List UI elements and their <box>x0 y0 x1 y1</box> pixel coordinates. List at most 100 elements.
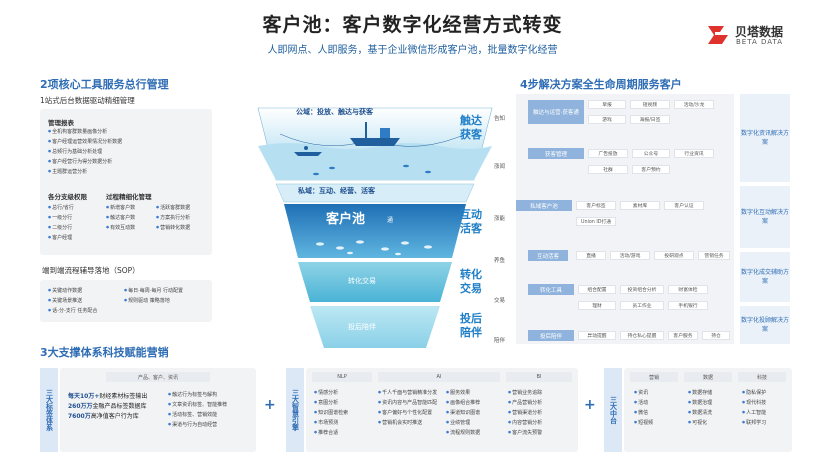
branch-list: 总行/省行 一级分行 二级分行 客户经理 <box>48 203 74 243</box>
solution-row-name: 获客管理 <box>528 148 584 159</box>
list-item: 营销业务追踪 <box>508 388 542 398</box>
page-subtitle: 人即网点、人即服务，基于企业微信形成客户池，批量数字化经营 <box>267 45 558 56</box>
solution-chip: 客户服务 <box>668 331 698 340</box>
list-item: 微信 <box>634 408 653 418</box>
list-item: 数据治理 <box>688 398 712 408</box>
list-item: 现代科技 <box>742 398 766 408</box>
solution-chip: 活动/沙龙 <box>674 100 714 109</box>
list-item: 一级分行 <box>48 213 74 223</box>
plus-icon: + <box>584 397 596 413</box>
list-item: 服务效果 <box>446 388 480 398</box>
list-item: 话-分-支行 任务配合 <box>48 306 97 316</box>
solution-chip: 投资组合分析 <box>620 285 664 294</box>
solution-row-name: 投后陪伴 <box>528 330 574 341</box>
platform-col-3: 隐私保护 现代科技 人工智能 联邦学习 <box>742 388 766 428</box>
ai-col-head: BI <box>506 372 572 382</box>
ai-col-head: AI <box>378 372 500 382</box>
stage-tag: 陪伴 <box>494 338 506 344</box>
list-item: 渠道知识图谱 <box>446 408 480 418</box>
list-item: 活动标签、营销效能 <box>168 410 227 420</box>
stage-tag: 涨闻 <box>494 164 506 170</box>
customer-funnel: 公域：投放、触达与获客 私域：互动、经营、活客 客户池 通 转化交易 投后陪伴 … <box>230 96 520 358</box>
sop-list-a: 关键动作数据 关键场景推送 话-分-支行 任务配合 <box>48 286 97 316</box>
solution-chip: 社群 <box>588 165 628 174</box>
conversion-label: 转化交易 <box>348 277 376 285</box>
solution-chip: 早报 <box>588 100 626 109</box>
solution-chip: 公众号 <box>632 149 670 158</box>
solution-chip: 理财 <box>578 301 616 310</box>
ai-col-2: 千人千面与营销精准分发 资讯内容与产品智能匹配 客户偏好与个性化配置 营销机会实… <box>378 388 437 428</box>
solution-label: 数字化资讯解决方案 <box>740 94 790 182</box>
tag-system-stats: 每天10万+财经素材标签输出 260万万金融产品标签数据库 7600万高净值客户… <box>68 392 147 422</box>
plus-icon: + <box>264 397 276 413</box>
list-item: 画像组合推荐 <box>446 398 480 408</box>
list-item: 数据清洗 <box>688 408 712 418</box>
platform-col-2: 数据存储 数据治理 数据清洗 可视化 <box>688 388 712 428</box>
solution-chip: Union ID打通 <box>576 217 616 226</box>
list-item: 全机构客群数量画像分析 <box>48 127 122 137</box>
stage-tag: 涨能 <box>494 216 506 222</box>
solution-chip: 客户预约 <box>632 165 670 174</box>
solution-chip: 员工作业 <box>620 301 664 310</box>
list-item: 客户流失预警 <box>508 428 542 438</box>
solution-label: 数字化投顾解决方案 <box>740 306 790 344</box>
list-item: 规则驱动 策略落地 <box>124 296 183 306</box>
report-list: 全机构客群数量画像分析 客户经理运营效果情况分析数据 总频行为基础分析处理 客户… <box>48 127 122 177</box>
section-title-tools: 2项核心工具服务总行管理 <box>40 78 169 91</box>
list-item: 内容营销分析 <box>508 418 542 428</box>
solution-chip: 手机银行 <box>668 301 708 310</box>
middle-platform-title: 三大中台 <box>604 368 622 452</box>
solution-chip: 广告投放 <box>588 149 628 158</box>
list-item: 隐私保护 <box>742 388 766 398</box>
funnel-side-label: 转化交易 <box>460 268 482 295</box>
solution-chip: 活动/游戏 <box>610 251 650 260</box>
solution-chip: 客户认证 <box>664 201 704 210</box>
funnel-graphic <box>257 107 493 348</box>
process-heading: 过程精细化管理 <box>106 193 152 201</box>
list-item: 可视化 <box>688 418 712 428</box>
solution-row-name: 触达与运营·获客通 <box>528 100 584 124</box>
solution-chip: 财富体检 <box>668 285 708 294</box>
stat-line: 260万万金融产品标签数据库 <box>68 403 147 410</box>
list-item: 产品营销分析 <box>508 398 542 408</box>
list-item: 业绩管理 <box>446 418 480 428</box>
ai-col-1: 情感分析 意图分析 知识图谱检索 市场预测 推荐合适 <box>314 388 348 438</box>
list-item: 渠道与行为自动经营 <box>168 420 227 430</box>
stage-tag: 交易 <box>494 298 506 304</box>
list-item: 资讯 <box>634 388 653 398</box>
solution-chip: 组合配置 <box>578 285 616 294</box>
sop-panel: 关键动作数据 关键场景推送 话-分-支行 任务配合 每日·每周·每月 行动配置 … <box>40 280 212 322</box>
list-item: 方案执行分析 <box>156 213 190 223</box>
list-item: 短视频 <box>634 418 653 428</box>
list-item: 意图分析 <box>314 398 348 408</box>
management-panel: 管理报表 全机构客群数量画像分析 客户经理运营效果情况分析数据 总频行为基础分析… <box>40 109 212 255</box>
list-item: 情感分析 <box>314 388 348 398</box>
tag-system-head: 产品、客户、资讯 <box>106 372 210 382</box>
platform-col-1: 资讯 活动 微信 短视频 <box>634 388 653 428</box>
solution-chip: 持仓私心提醒 <box>620 331 664 340</box>
platform-col-head: 科技 <box>738 372 786 382</box>
list-item: 触达行为标签与解构 <box>168 390 227 400</box>
platform-col-head: 营销 <box>630 372 678 382</box>
list-item: 联邦学习 <box>742 418 766 428</box>
solution-row-name: 转化工具 <box>528 284 574 295</box>
page-title: 客户池：客户数字化经营方式转变 <box>262 14 563 36</box>
list-item: 营销机会实时推送 <box>378 418 437 428</box>
ai-engine-title: 三大智慧引擎 <box>286 368 304 452</box>
solution-chip: 客户标签 <box>576 201 616 210</box>
aftersale-label: 投后陪伴 <box>348 323 376 331</box>
funnel-side-label: 投后陪伴 <box>460 312 482 339</box>
process-list-b: 活跃客群数据 方案执行分析 营销转化数据 <box>156 203 190 233</box>
ai-col-3: 服务效果 画像组合推荐 渠道知识图谱 业绩管理 流程规则数据 <box>446 388 480 438</box>
solution-chip: 直播 <box>576 251 606 260</box>
solution-row-name: 私域客户池 <box>516 200 572 211</box>
solution-chip: 海报/日签 <box>630 115 670 124</box>
list-item: 新增客户数 <box>106 203 135 213</box>
list-item: 客户偏好与个性化配置 <box>378 408 437 418</box>
sop-list-b: 每日·每周·每月 行动配置 规则驱动 策略落地 <box>124 286 183 306</box>
solution-grid: 触达与运营·获客通 早报 短视频 活动/沙龙 游戏 海报/日签 获客管理 广告投… <box>516 94 734 344</box>
public-domain-label: 公域：投放、触达与获客 <box>296 108 373 116</box>
list-item: 主题群运营分析 <box>48 167 122 177</box>
list-item: 每日·每周·每月 行动配置 <box>124 286 183 296</box>
section-subtitle-tools: 1站式后台数据驱动精细管理 <box>40 96 135 105</box>
